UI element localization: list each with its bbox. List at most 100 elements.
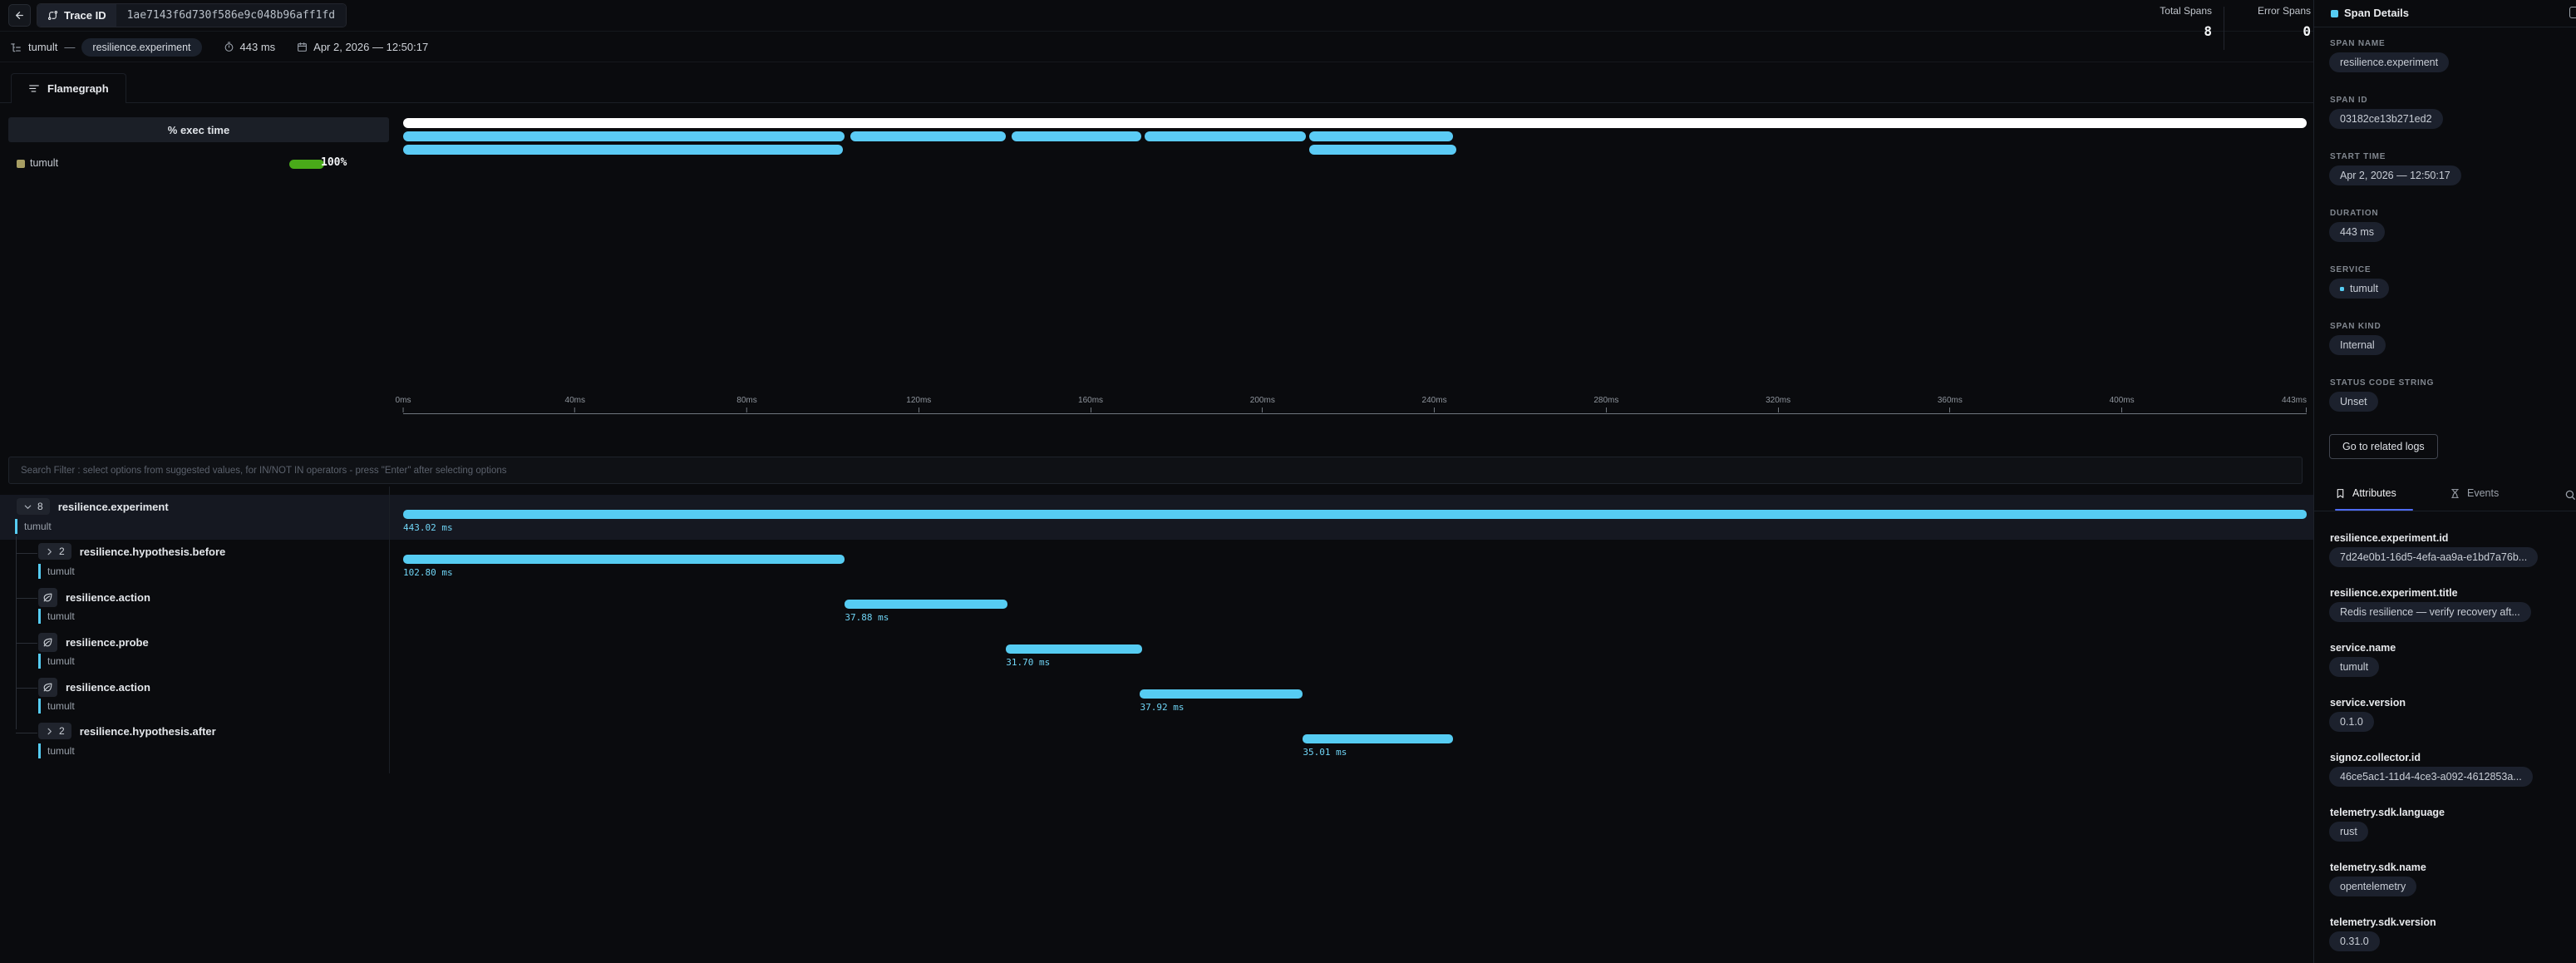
tab-events-label: Events	[2467, 487, 2500, 499]
search-filter-input[interactable]	[8, 457, 2303, 484]
trace-id-group: Trace ID 1ae7143f6d730f586e9c048b96aff1f…	[37, 3, 347, 27]
span-service-name: tumult	[47, 655, 75, 667]
service-legend-row[interactable]: tumult 100%	[8, 156, 389, 173]
span-tree-row[interactable]: resilience.probe tumult	[0, 630, 389, 674]
attribute-key: service.name	[2330, 642, 2396, 654]
span-service-name: tumult	[47, 565, 75, 577]
span-name: resilience.probe	[66, 636, 149, 649]
tree-connector-stub	[16, 643, 37, 644]
span-details-accent-icon	[2331, 10, 2338, 17]
view-tab-bar: Flamegraph	[0, 73, 2313, 103]
tree-connector-stub	[16, 688, 37, 689]
span-row-name-line: resilience.action	[0, 678, 150, 697]
axis-tick: 0ms	[396, 396, 411, 412]
attribute-value: 46ce5ac1-11d4-4ce3-a092-4612853a...	[2329, 767, 2533, 787]
span-service-name: tumult	[24, 521, 52, 532]
axis-tick-label: 200ms	[1249, 396, 1275, 405]
span-tree-row[interactable]: resilience.action tumult	[0, 674, 389, 719]
go-to-related-logs-button[interactable]: Go to related logs	[2329, 434, 2438, 459]
waterfall-duration-label: 37.88 ms	[845, 612, 889, 623]
attributes-search-icon[interactable]	[2564, 489, 2576, 501]
active-tab-underline	[2335, 509, 2413, 511]
attribute-value: 0.1.0	[2329, 712, 2374, 732]
header-row-1: Trace ID 1ae7143f6d730f586e9c048b96aff1f…	[0, 0, 2313, 50]
span-toggle-badge[interactable]: 2	[38, 723, 71, 739]
axis-tick: 360ms	[1938, 396, 1963, 412]
tab-flamegraph[interactable]: Flamegraph	[11, 73, 126, 103]
back-button[interactable]	[8, 4, 31, 27]
attribute-value-text: tumult	[2340, 661, 2369, 673]
axis-tick-label: 0ms	[395, 396, 411, 405]
exec-time-header: % exec time	[8, 117, 389, 142]
axis-tick-mark	[1777, 407, 1779, 412]
flamegraph-span-bar[interactable]	[1145, 131, 1306, 141]
flamegraph-row	[403, 145, 2307, 155]
waterfall-span-bar[interactable]	[403, 555, 845, 564]
axis-tick-mark	[402, 407, 404, 412]
attribute-value-text: 46ce5ac1-11d4-4ce3-a092-4612853a...	[2340, 771, 2522, 783]
span-toggle-badge[interactable]: 2	[38, 543, 71, 560]
attribute-value: 7d24e0b1-16d5-4efa-aa9a-e1bd7a76b...	[2329, 547, 2539, 567]
axis-tick-label: 80ms	[736, 396, 757, 405]
waterfall-span-bar[interactable]	[845, 600, 1008, 609]
service-color-bar	[38, 609, 41, 624]
span-details-header: Span Details	[2314, 0, 2576, 27]
expand-panel-icon[interactable]	[2569, 7, 2576, 18]
trace-id-label: Trace ID	[64, 9, 106, 22]
header-row-2: tumult — resilience.experiment 443 ms Ap…	[0, 32, 2313, 62]
axis-tick-mark	[574, 407, 576, 412]
flamegraph-span-bar[interactable]	[1011, 131, 1142, 141]
field-value-text: resilience.experiment	[2340, 57, 2439, 68]
waterfall-span-bar[interactable]	[403, 510, 2307, 519]
service-color-bar	[38, 743, 41, 758]
attribute-key: telemetry.sdk.name	[2330, 862, 2426, 873]
flamegraph-span-bar[interactable]	[1309, 131, 1454, 141]
flamegraph-span-bar[interactable]	[403, 145, 843, 155]
waterfall-span-bar[interactable]	[1140, 689, 1303, 699]
tree-connector-stub	[16, 598, 37, 599]
header-datetime-item: Apr 2, 2026 — 12:50:17	[297, 41, 428, 53]
flamegraph-span-bar[interactable]	[850, 131, 1007, 141]
span-details-title: Span Details	[2344, 7, 2410, 19]
span-toggle-badge[interactable]: 8	[17, 498, 50, 515]
waterfall-span-bar[interactable]	[1303, 734, 1454, 743]
field-value-text: 443 ms	[2340, 226, 2374, 238]
span-stats: Total Spans 8 Error Spans 0	[2125, 5, 2311, 55]
attribute-value: opentelemetry	[2329, 877, 2417, 896]
service-color-bar	[38, 654, 41, 669]
route-icon	[47, 10, 58, 21]
flamegraph-span-bar[interactable]	[403, 118, 2307, 128]
header-duration-item: 443 ms	[224, 41, 275, 53]
total-spans-label: Total Spans	[2160, 5, 2212, 17]
axis-tick-mark	[2306, 407, 2307, 412]
attribute-value: tumult	[2329, 657, 2380, 677]
calendar-icon	[297, 42, 308, 52]
axis-tick-mark	[2121, 407, 2123, 412]
error-spans-value: 0	[2303, 23, 2311, 39]
header-datetime-value: Apr 2, 2026 — 12:50:17	[313, 41, 429, 53]
bookmark-icon	[2335, 488, 2346, 499]
span-details-field-value: tumult	[2329, 279, 2390, 299]
leaf-span-icon	[38, 678, 57, 697]
flamegraph-span-bar[interactable]	[403, 131, 845, 141]
field-value-text: tumult	[2350, 283, 2379, 294]
header-separator: —	[64, 41, 76, 53]
span-details-field-label: SERVICE	[2330, 265, 2372, 274]
tab-attributes[interactable]: Attributes	[2335, 487, 2396, 499]
tab-events[interactable]: Events	[2450, 487, 2499, 499]
flamegraph-row	[403, 118, 2307, 128]
flamegraph-icon	[28, 83, 40, 95]
span-row-service-line: tumult	[0, 699, 75, 714]
service-dot-icon	[2340, 286, 2344, 291]
span-row-service-line: tumult	[0, 654, 75, 669]
waterfall-span-bar[interactable]	[1006, 644, 1143, 654]
flamegraph-span-bar[interactable]	[1309, 145, 1456, 155]
